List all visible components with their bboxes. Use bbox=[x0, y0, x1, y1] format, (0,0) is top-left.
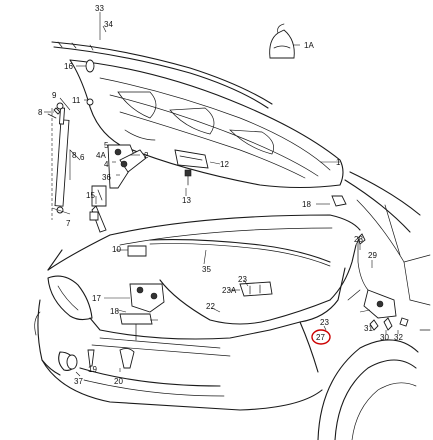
engine-hood bbox=[69, 59, 344, 189]
label-37: 37 bbox=[74, 377, 83, 386]
label-35: 35 bbox=[202, 265, 211, 274]
leader-lines bbox=[44, 12, 399, 377]
label-2: 2 bbox=[144, 151, 149, 160]
label-11: 11 bbox=[72, 96, 81, 105]
hood-seal-strip bbox=[51, 41, 273, 109]
car-body bbox=[34, 171, 431, 440]
release-cable bbox=[149, 235, 361, 325]
label-29: 29 bbox=[368, 251, 377, 260]
label-18: 18 bbox=[110, 307, 119, 316]
hood-lock-bracket bbox=[174, 149, 209, 186]
fasteners bbox=[66, 347, 135, 370]
label-19: 19 bbox=[88, 365, 97, 374]
label-23b: 23 bbox=[320, 318, 329, 327]
gas-strut bbox=[51, 102, 70, 220]
label-4a: 4A bbox=[96, 151, 106, 160]
label-36: 36 bbox=[102, 173, 111, 182]
label-23a: 23A bbox=[222, 286, 237, 295]
label-6: 6 bbox=[80, 153, 85, 162]
hinge-assembly bbox=[47, 59, 147, 233]
label-34: 34 bbox=[104, 20, 113, 29]
label-23: 23 bbox=[238, 275, 247, 284]
label-9: 9 bbox=[52, 91, 57, 100]
label-18b: 18 bbox=[302, 200, 311, 209]
label-31: 31 bbox=[364, 324, 373, 333]
clip-part-10 bbox=[127, 245, 147, 257]
label-13: 13 bbox=[182, 196, 191, 205]
sealant-can bbox=[269, 23, 295, 59]
label-8: 8 bbox=[38, 108, 43, 117]
label-4: 4 bbox=[104, 160, 109, 169]
label-33: 33 bbox=[95, 4, 104, 13]
label-10: 10 bbox=[112, 245, 121, 254]
label-27: 27 bbox=[316, 333, 325, 342]
highlight-27 bbox=[311, 329, 331, 345]
label-20: 20 bbox=[114, 377, 123, 386]
label-22: 22 bbox=[206, 302, 215, 311]
label-5: 5 bbox=[104, 141, 109, 150]
part-labels: 33 34 1A 16 9 11 8 5 4A 2 8 6 4 36 12 1 … bbox=[38, 4, 403, 386]
label-8b: 8 bbox=[72, 151, 77, 160]
release-lever bbox=[347, 233, 409, 331]
label-28: 28 bbox=[354, 235, 363, 244]
label-7: 7 bbox=[66, 219, 71, 228]
label-15: 15 bbox=[86, 191, 95, 200]
label-1a: 1A bbox=[304, 41, 314, 50]
label-1: 1 bbox=[336, 158, 341, 167]
cable-bracket bbox=[239, 281, 273, 297]
hood-lock bbox=[119, 283, 165, 341]
clip-part-15 bbox=[89, 211, 99, 221]
label-32: 32 bbox=[394, 333, 403, 342]
label-30: 30 bbox=[380, 333, 389, 342]
label-12: 12 bbox=[220, 160, 229, 169]
buffer-18b bbox=[331, 195, 347, 207]
label-17: 17 bbox=[92, 294, 101, 303]
label-16: 16 bbox=[64, 62, 73, 71]
